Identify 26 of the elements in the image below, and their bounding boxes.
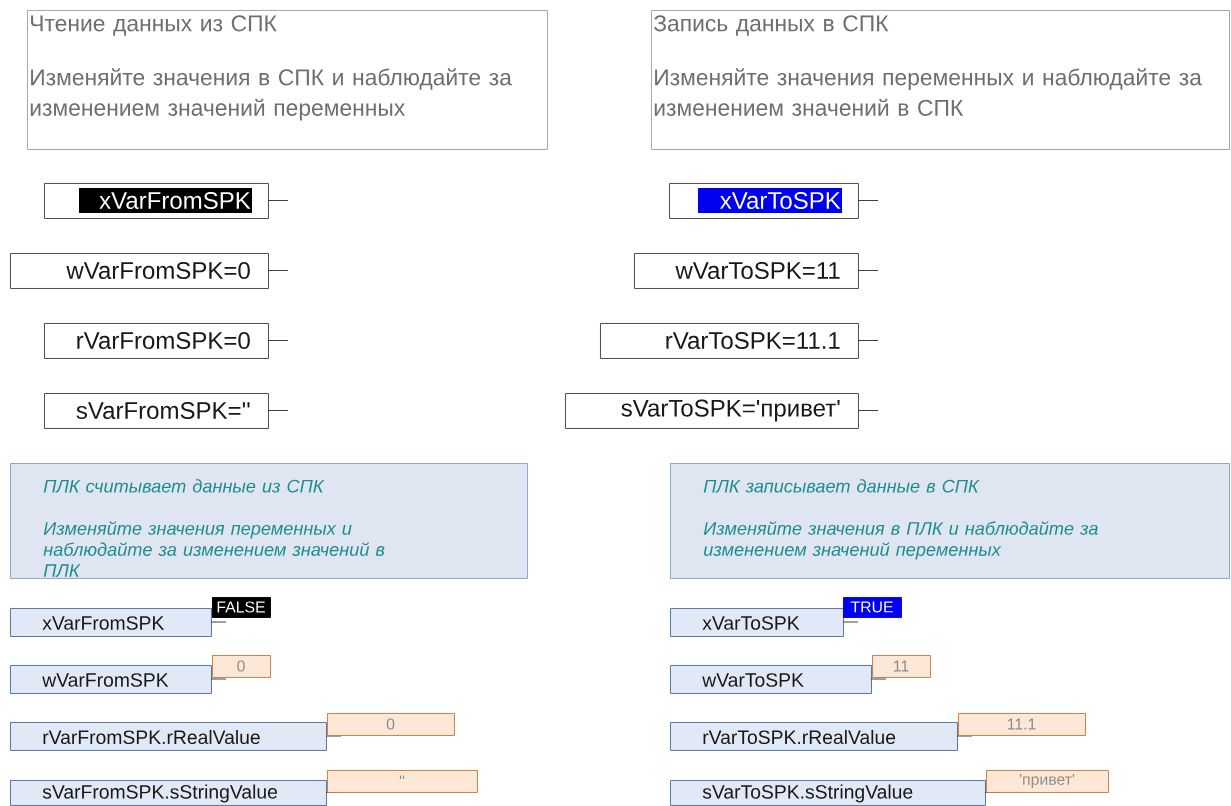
- variable-box: rVarToSPK=11.1: [600, 323, 879, 359]
- value-badge: 'привет': [986, 770, 1109, 793]
- variable-box: wVarFromSPK: [10, 665, 227, 694]
- variable-box: wVarFromSPK=0: [10, 253, 289, 289]
- variable-box: sVarFromSPK.sStringValue: [10, 780, 342, 806]
- value-badge: TRUE: [843, 597, 902, 618]
- comment-box: ПЛК записывает данные в СПК Изменяйте значения в ПЛК и наблюдайте за изменением значений переменных: [670, 463, 1230, 579]
- variable-box: sVarToSPK.sStringValue: [670, 780, 1001, 806]
- comment-box: Запись данных в СПК Изменяйте значения переменных и наблюдайте за изменением значений в СПК: [651, 10, 1230, 150]
- variable-box: xVarFromSPK: [44, 183, 289, 219]
- variable-box: xVarToSPK: [669, 183, 879, 219]
- value-badge: FALSE: [212, 597, 271, 618]
- comment-box: ПЛК считывает данные из СПК Изменяйте значения переменных и наблюдайте за изменением значений в ПЛК: [10, 463, 528, 579]
- variable-box: sVarFromSPK='': [44, 393, 289, 429]
- variable-box: wVarToSPK: [670, 665, 887, 694]
- value-badge: 11: [872, 655, 931, 678]
- variable-box: wVarToSPK=11: [634, 253, 879, 289]
- variable-box: rVarFromSPK=0: [44, 323, 289, 359]
- variable-box: rVarToSPK.rRealValue: [670, 722, 973, 751]
- value-badge: '': [327, 770, 478, 793]
- variable-box: rVarFromSPK.rRealValue: [10, 722, 342, 751]
- comment-box: Чтение данных из СПК Изменяйте значения в СПК и наблюдайте за изменением значений переменных: [27, 10, 548, 150]
- value-badge: 0: [212, 655, 271, 678]
- variable-box: sVarToSPK='привет': [565, 393, 879, 429]
- value-badge: 11.1: [958, 713, 1086, 736]
- value-badge: 0: [327, 713, 455, 736]
